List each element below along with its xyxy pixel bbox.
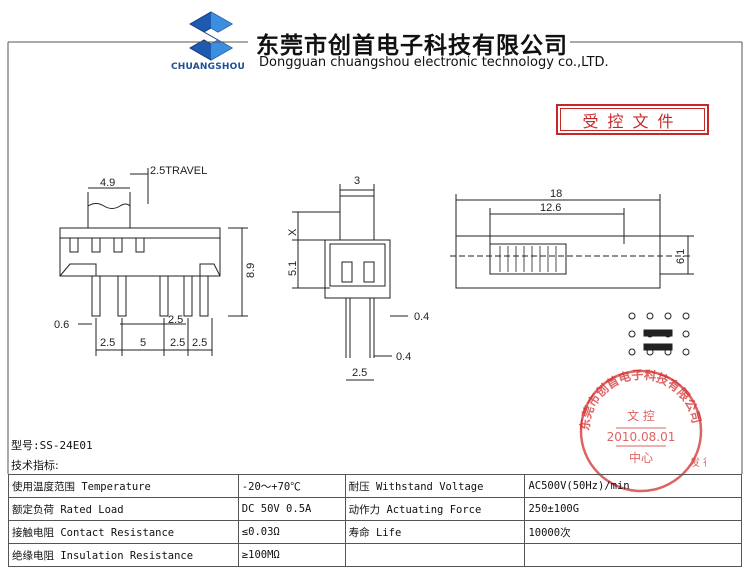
spec-table: 使用温度范围 Temperature -20～+70℃ 耐压 Withstand… (8, 474, 742, 567)
dim-x: X (287, 228, 299, 236)
dim-travel: 2.5TRAVEL (150, 165, 207, 177)
dim-3: 3 (354, 175, 360, 187)
spec-cell: AC500V(50Hz)/min (524, 474, 742, 498)
dim-18: 18 (550, 188, 562, 200)
dim-12-6: 12.6 (540, 202, 561, 214)
end-view (292, 184, 408, 381)
release-seal: 东莞市创首电子科技有限公司 文 控 2010.08.01 中心 发 行 章 (577, 367, 706, 493)
side-view (59, 168, 248, 356)
spec-cell: 使用温度范围 Temperature (8, 474, 239, 498)
spec-cell: 寿命 Life (344, 520, 526, 544)
company-name-en: Dongguan chuangshou electronic technolog… (259, 55, 609, 70)
spec-cell: 10000次 (524, 520, 742, 544)
pitch-4: 2.5 (192, 337, 207, 349)
dim-0-4-a: 0.4 (414, 311, 429, 323)
dim-2-5-side: 2.5 (168, 314, 183, 326)
pcb-footprint (628, 312, 690, 356)
company-logo (188, 11, 234, 61)
spec-cell: 额定负荷 Rated Load (8, 497, 239, 521)
seal-side-text: 发 行 章 (690, 456, 706, 469)
dim-4-9: 4.9 (100, 177, 115, 189)
spec-cell: ≥100MΩ (237, 543, 346, 567)
seal-top-text: 文 控 (627, 408, 655, 423)
dim-8-9: 8.9 (245, 263, 257, 278)
dim-6-1: 6.1 (675, 249, 687, 264)
model-number: 型号:SS-24E01 (11, 439, 93, 452)
seal-middle-text: 中心 (629, 450, 653, 465)
dim-0-4-b: 0.4 (396, 351, 411, 363)
table-row: 额定负荷 Rated Load DC 50V 0.5A 动作力 Actuatin… (8, 497, 742, 521)
spec-cell: 耐压 Withstand Voltage (344, 474, 526, 498)
spec-heading: 技术指标: (11, 459, 59, 472)
spec-cell (524, 543, 742, 567)
pitch-2: 5 (140, 337, 146, 349)
controlled-document-stamp: 受控文件 (556, 104, 709, 135)
pitch-3: 2.5 (170, 337, 185, 349)
dim-0-6: 0.6 (54, 319, 69, 331)
top-view (450, 194, 694, 289)
technical-drawing: 4.9 2.5TRAVEL 8.9 0.6 2.5 2.5 5 2.5 2.5 … (54, 165, 694, 381)
pitch-1: 2.5 (100, 337, 115, 349)
company-name-cn: 东莞市创首电子科技有限公司 (256, 32, 568, 59)
spec-cell: ≤0.03Ω (237, 520, 346, 544)
dim-2-5-end: 2.5 (352, 367, 367, 379)
table-row: 使用温度范围 Temperature -20～+70℃ 耐压 Withstand… (8, 474, 742, 498)
seal-date: 2010.08.01 (607, 430, 676, 444)
brand-name: CHUANGSHOU (171, 62, 246, 72)
spec-cell: DC 50V 0.5A (237, 497, 346, 521)
dim-5-1: 5.1 (287, 261, 299, 276)
table-row: 接触电阻 Contact Resistance ≤0.03Ω 寿命 Life 1… (8, 520, 742, 544)
spec-cell: 绝缘电阻 Insulation Resistance (8, 543, 239, 567)
spec-cell: 动作力 Actuating Force (344, 497, 526, 521)
spec-cell (344, 543, 526, 567)
table-row: 绝缘电阻 Insulation Resistance ≥100MΩ (8, 543, 742, 567)
spec-cell: 250±100G (524, 497, 742, 521)
spec-cell: 接触电阻 Contact Resistance (8, 520, 239, 544)
spec-cell: -20～+70℃ (237, 474, 346, 498)
